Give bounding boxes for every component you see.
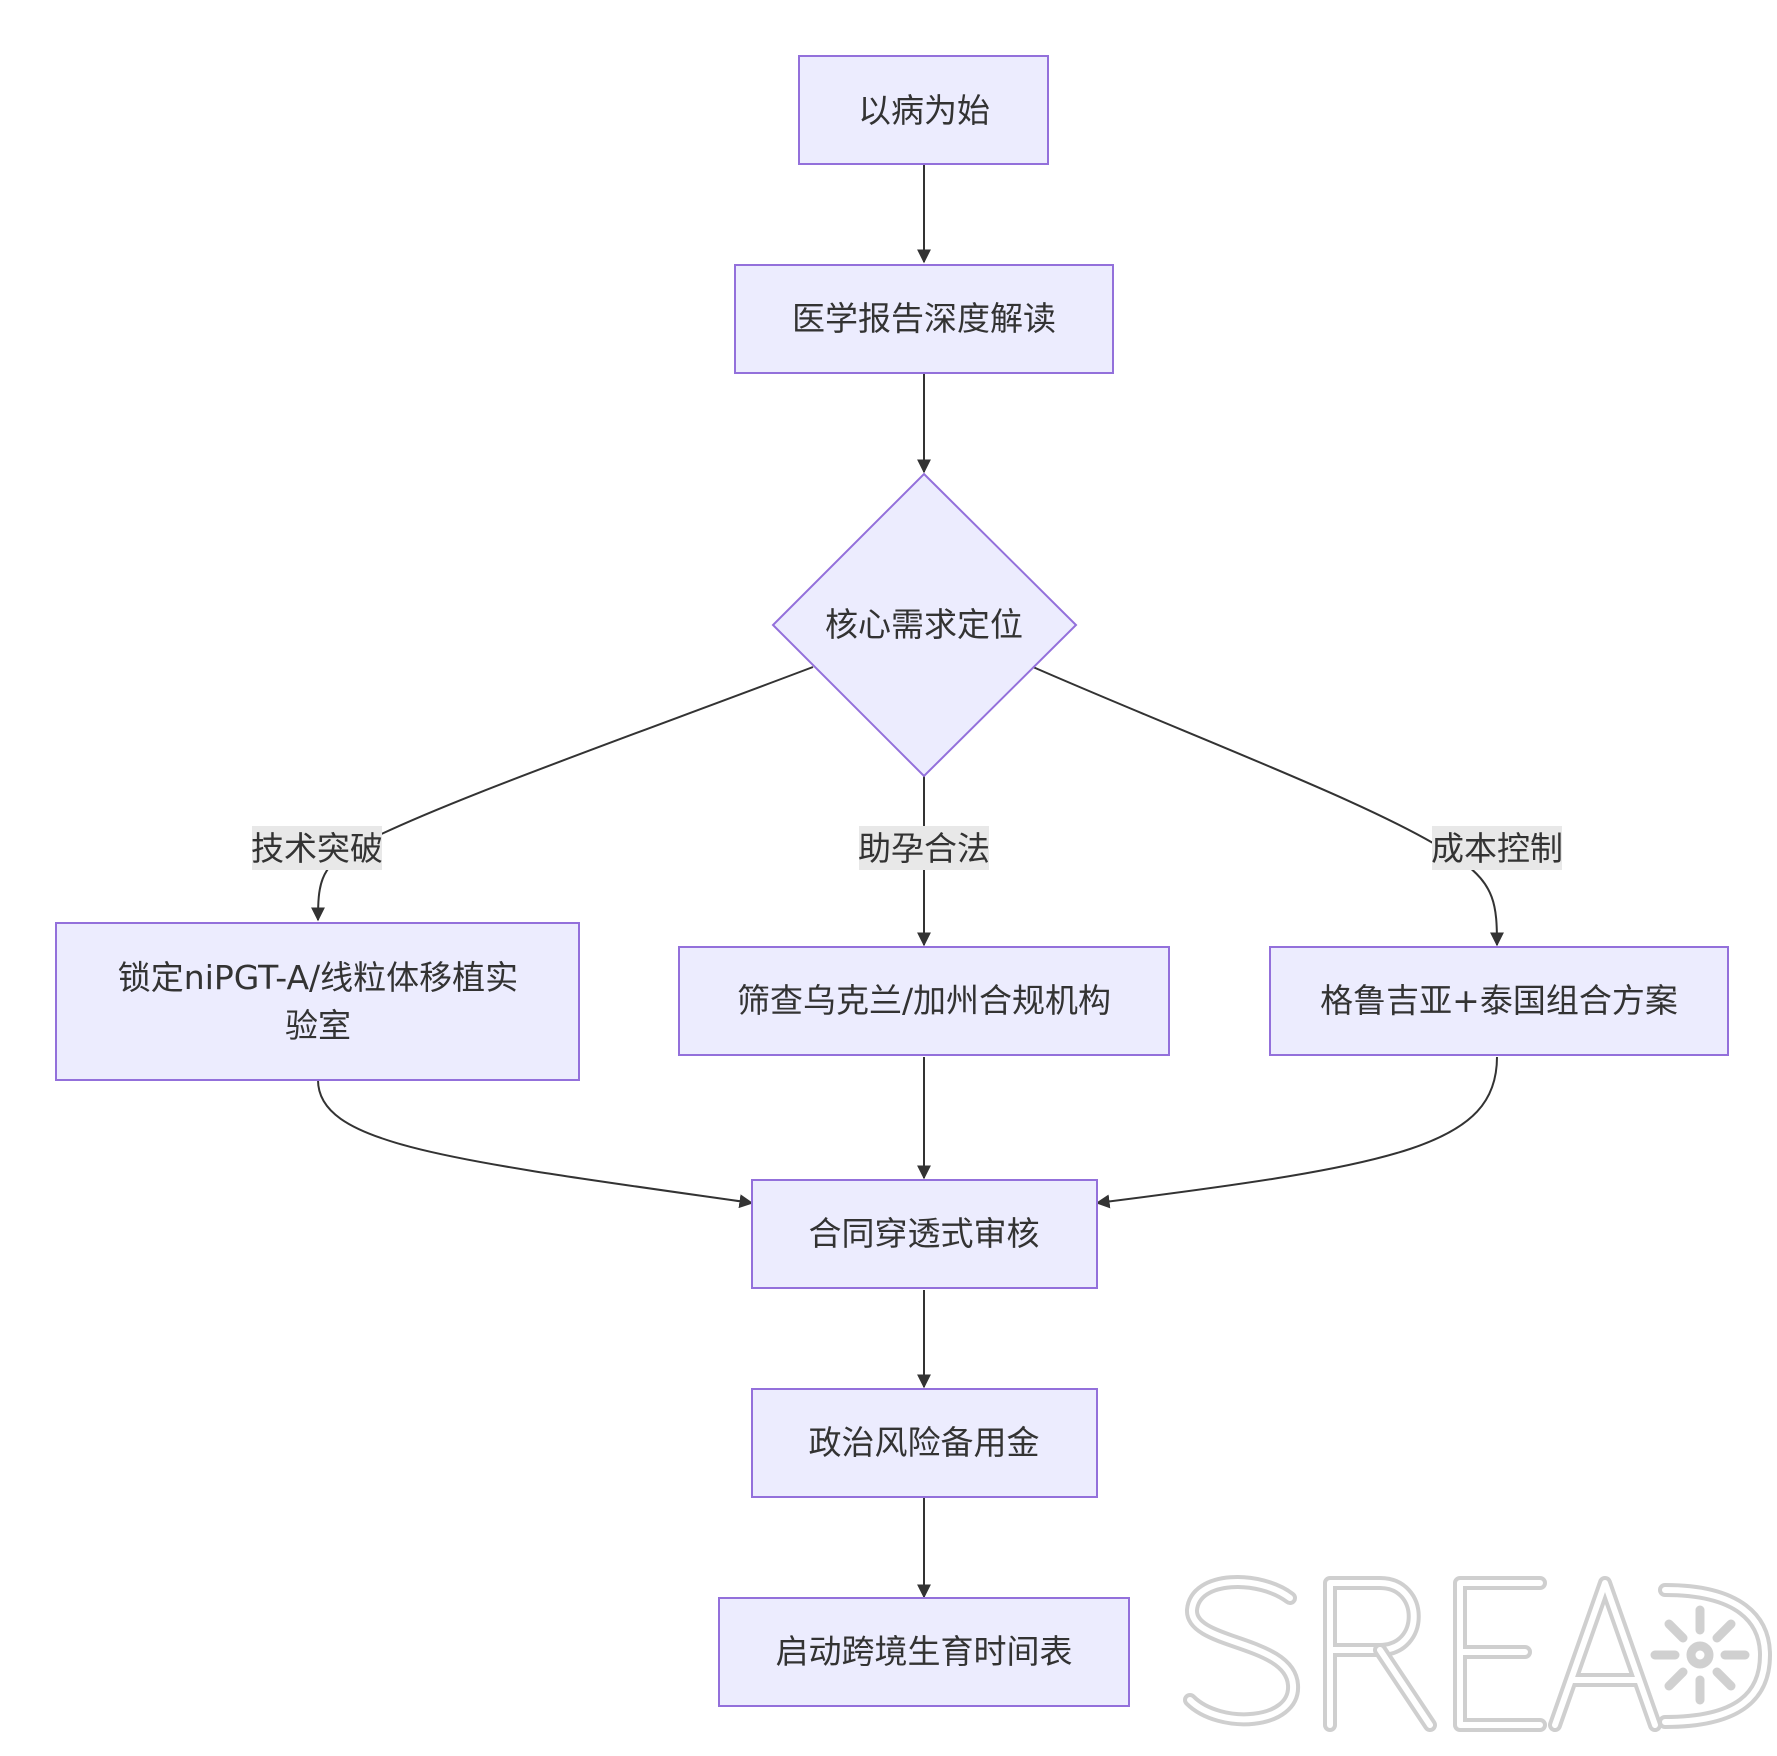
node-start: 以病为始 [798, 55, 1049, 165]
node-report-label: 医学报告深度解读 [792, 299, 1056, 338]
edge-label-cost-text: 成本控制 [1431, 829, 1563, 868]
edge-label-tech-text: 技术突破 [251, 829, 383, 868]
node-cost-label: 格鲁吉亚+泰国组合方案 [1320, 981, 1678, 1020]
node-start-label: 以病为始 [858, 91, 990, 130]
node-decision-label: 核心需求定位 [825, 605, 1023, 644]
edge-label-legal: 助孕合法 [858, 826, 990, 870]
node-legal: 筛查乌克兰/加州合规机构 [678, 946, 1170, 1056]
node-tech-label-line2: 验室 [285, 1006, 351, 1045]
spread-watermark-logo [1183, 1575, 1772, 1732]
node-contract: 合同穿透式审核 [751, 1179, 1098, 1289]
edge-decision-to-tech [311, 666, 814, 922]
node-contract-label: 合同穿透式审核 [809, 1214, 1040, 1253]
edge-tech-to-contract [317, 1079, 754, 1209]
node-timeline: 启动跨境生育时间表 [718, 1597, 1130, 1707]
node-legal-label: 筛查乌克兰/加州合规机构 [737, 981, 1111, 1020]
node-tech-label-line1: 锁定niPGT-A/线粒体移植实 [118, 958, 518, 997]
edge-label-tech: 技术突破 [251, 826, 383, 870]
edge-label-cost: 成本控制 [1431, 826, 1563, 870]
node-timeline-label: 启动跨境生育时间表 [776, 1632, 1073, 1671]
edges [311, 164, 1504, 1599]
node-reserve: 政治风险备用金 [751, 1388, 1098, 1498]
node-reserve-label: 政治风险备用金 [809, 1423, 1040, 1462]
edge-cost-to-contract [1095, 1056, 1498, 1209]
edge-label-legal-text: 助孕合法 [858, 829, 990, 868]
node-tech: 锁定niPGT-A/线粒体移植实 验室 [55, 922, 580, 1081]
node-cost: 格鲁吉亚+泰国组合方案 [1269, 946, 1729, 1056]
edge-decision-to-cost [1032, 666, 1504, 947]
node-decision: 核心需求定位 [771, 472, 1078, 778]
node-report: 医学报告深度解读 [734, 264, 1114, 374]
